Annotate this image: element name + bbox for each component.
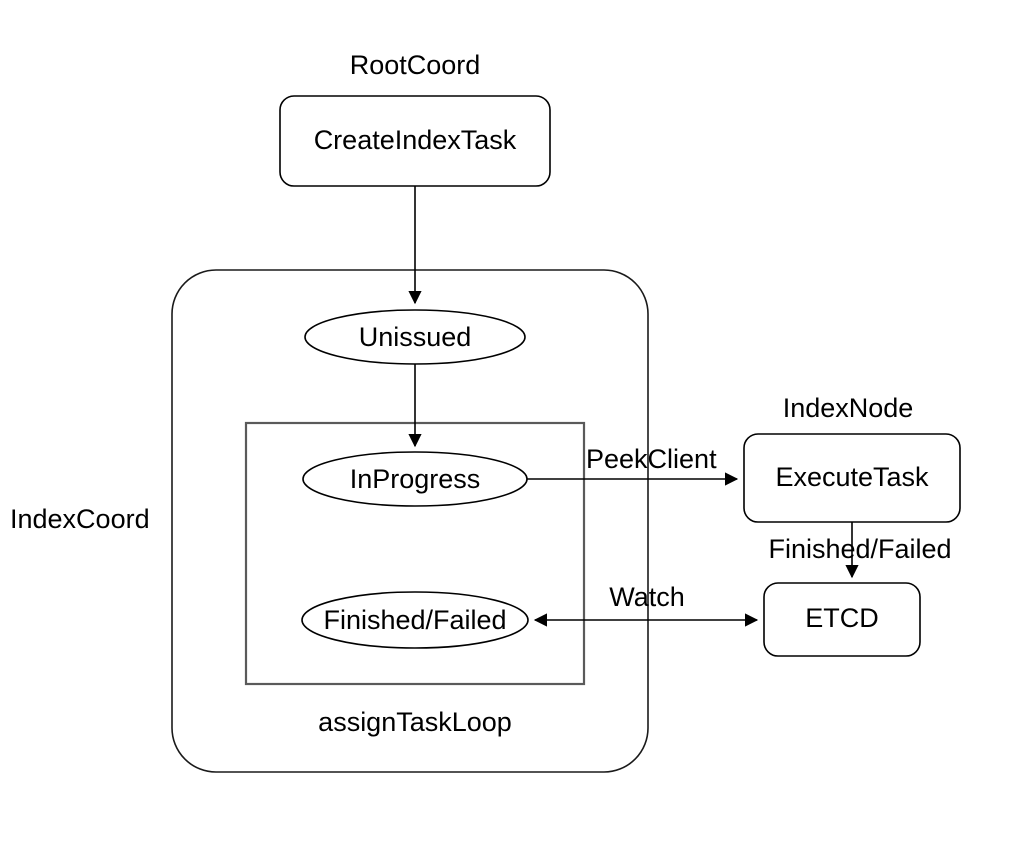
- node-create-index-task[interactable]: CreateIndexTask: [279, 95, 551, 187]
- group-index-coord: IndexCoord: [10, 269, 649, 773]
- index-coord-boundary: [171, 269, 649, 773]
- node-unissued[interactable]: Unissued: [304, 309, 526, 365]
- assign-task-loop-label: assignTaskLoop: [318, 707, 512, 737]
- root-coord-label: RootCoord: [350, 50, 481, 80]
- create-index-task-label: CreateIndexTask: [314, 125, 517, 155]
- finished-failed-label: Finished/Failed: [323, 605, 506, 635]
- execute-task-label: ExecuteTask: [775, 462, 929, 492]
- edge-etcd-to-finished-failed: Watch: [533, 582, 759, 627]
- in-progress-label: InProgress: [350, 464, 481, 494]
- node-etcd[interactable]: ETCD: [763, 582, 921, 657]
- edge-label-finished-failed: Finished/Failed: [768, 534, 951, 564]
- finished-failed-ellipse[interactable]: [301, 591, 529, 649]
- edge-label-peekclient: PeekClient: [586, 444, 717, 474]
- unissued-ellipse[interactable]: [304, 309, 526, 365]
- index-node-label: IndexNode: [783, 393, 914, 423]
- node-finished-failed[interactable]: Finished/Failed: [301, 591, 529, 649]
- create-index-task-box[interactable]: [279, 95, 551, 187]
- index-coord-label: IndexCoord: [10, 504, 150, 534]
- edge-label-watch: Watch: [609, 582, 685, 612]
- etcd-label: ETCD: [805, 603, 879, 633]
- edge-execute-task-to-etcd: Finished/Failed: [768, 522, 952, 579]
- node-execute-task[interactable]: ExecuteTask: [743, 433, 961, 523]
- etcd-box[interactable]: [763, 582, 921, 657]
- in-progress-ellipse[interactable]: [302, 451, 528, 507]
- execute-task-box[interactable]: [743, 433, 961, 523]
- node-in-progress[interactable]: InProgress: [302, 451, 528, 507]
- edge-in-progress-to-execute-task: PeekClient: [527, 444, 739, 486]
- unissued-label: Unissued: [359, 322, 472, 352]
